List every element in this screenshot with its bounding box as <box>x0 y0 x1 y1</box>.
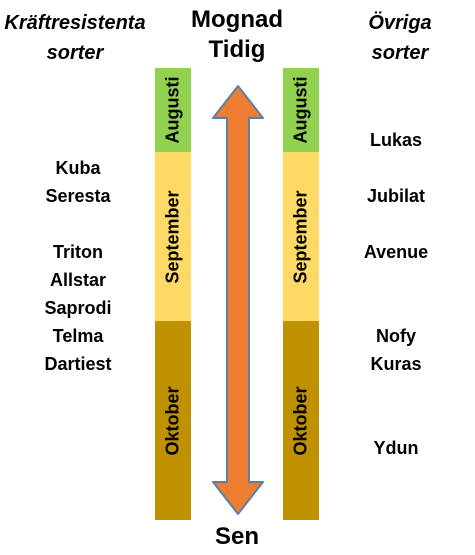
left-variety-saprodi: Saprodi <box>44 298 112 318</box>
right-header-line1: Övriga <box>368 12 432 34</box>
left-month-october: Oktober <box>155 321 191 520</box>
left-variety-telma: Telma <box>52 326 104 346</box>
right-month-august-label: Augusti <box>290 76 311 144</box>
right-month-bar: Augusti September Oktober <box>283 68 319 520</box>
left-month-september: September <box>155 152 191 321</box>
right-header-line2: sorter <box>371 42 429 64</box>
left-month-october-label: Oktober <box>162 385 183 456</box>
late-label: Sen <box>214 523 259 550</box>
left-header-line2: sorter <box>46 42 104 64</box>
left-month-bar: Augusti September Oktober <box>155 68 191 520</box>
double-arrow-icon <box>212 85 264 515</box>
right-variety-lukas: Lukas <box>369 130 423 150</box>
left-variety-seresta: Seresta <box>45 186 111 206</box>
maturity-title: Mognad Tidig <box>177 5 297 65</box>
right-variety-kuras: Kuras <box>370 354 422 374</box>
right-variety-nofy: Nofy <box>376 326 416 346</box>
left-variety-allstar: Allstar <box>49 270 107 290</box>
right-month-october-label: Oktober <box>290 385 311 456</box>
left-variety-triton: Triton <box>53 242 103 262</box>
left-variety-dartiest: Dartiest <box>44 354 112 374</box>
left-month-september-label: September <box>162 189 183 284</box>
maturity-label: Mognad <box>191 6 283 33</box>
left-header: Kräftresistenta sorter <box>0 8 150 68</box>
right-header: Övriga sorter <box>340 8 460 68</box>
left-variety-kuba: Kuba <box>55 158 101 178</box>
right-month-august: Augusti <box>283 68 319 152</box>
right-variety-jubilat: Jubilat <box>366 186 425 206</box>
right-month-october: Oktober <box>283 321 319 520</box>
right-variety-ydun: Ydun <box>373 438 419 458</box>
right-variety-avenue: Avenue <box>363 242 429 262</box>
left-header-line1: Kräftresistenta <box>4 12 146 34</box>
left-month-august-label: Augusti <box>162 76 183 144</box>
left-month-august: Augusti <box>155 68 191 152</box>
right-month-september-label: September <box>290 189 311 284</box>
early-label: Tidig <box>208 36 266 63</box>
right-month-september: September <box>283 152 319 321</box>
